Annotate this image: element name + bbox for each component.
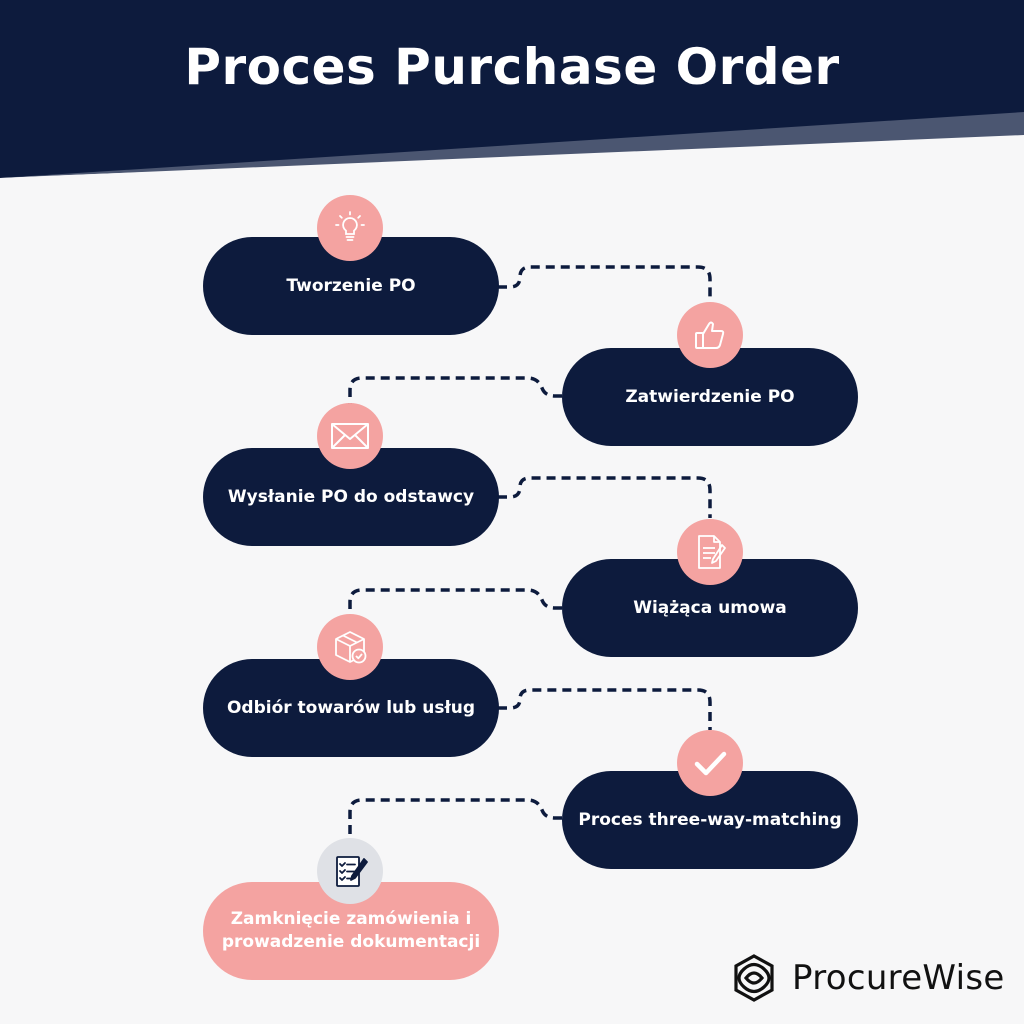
procurewise-logo-icon	[734, 954, 774, 1002]
step-label: Odbiór towarów lub usług	[226, 697, 476, 718]
checkmark-icon	[677, 730, 743, 796]
signed-document-icon	[677, 519, 743, 585]
connector-3-4	[498, 476, 712, 518]
thumbs-up-icon	[677, 302, 743, 368]
step-label: Proces three-way-matching	[578, 809, 842, 830]
step-label: Zatwierdzenie PO	[625, 386, 795, 407]
brand-logo: ProcureWise	[728, 952, 1005, 1004]
brand-name: ProcureWise	[792, 958, 1005, 998]
step-label: Wiążąca umowa	[633, 597, 787, 618]
page-title: Proces Purchase Order	[184, 38, 840, 96]
header-navy-band	[0, 0, 1024, 178]
checklist-pen-icon	[317, 838, 383, 904]
package-check-icon	[317, 614, 383, 680]
step-label: Wysłanie PO do odstawcy	[227, 486, 475, 507]
step-zamkniecie-zamowienia: Zamknięcie zamówienia i prowadzenie doku…	[203, 882, 499, 980]
step-label: Tworzenie PO	[286, 275, 416, 296]
connector-2-3	[348, 376, 562, 412]
connector-1-2	[498, 265, 712, 300]
lightbulb-icon	[317, 195, 383, 261]
step-label: Zamknięcie zamówienia i prowadzenie doku…	[221, 909, 481, 952]
connector-6-7	[348, 798, 562, 836]
header-wave	[0, 166, 1024, 200]
connector-5-6	[498, 688, 712, 730]
connector-4-5	[348, 588, 562, 618]
envelope-icon	[317, 403, 383, 469]
